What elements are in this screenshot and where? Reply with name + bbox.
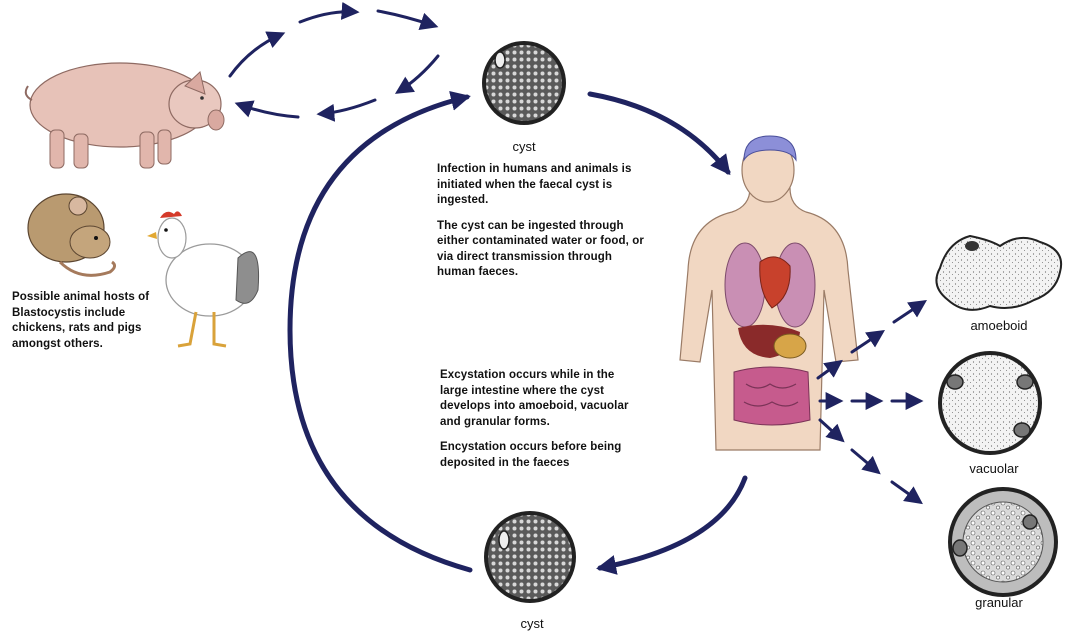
pig-icon bbox=[26, 63, 224, 168]
rat-icon bbox=[28, 194, 115, 275]
vacuolar-label: vacuolar bbox=[944, 461, 1044, 476]
granular-form-icon bbox=[948, 487, 1058, 597]
animal-hosts-text: Possible animal hosts of Blastocystis in… bbox=[12, 290, 162, 352]
amoeboid-label: amoeboid bbox=[949, 318, 1049, 333]
animal-transmission-arrows bbox=[230, 11, 438, 117]
infection-paragraph-2: The cyst can be ingested through either … bbox=[437, 219, 647, 281]
infection-text: Infection in humans and animals is initi… bbox=[437, 162, 647, 291]
amoeboid-form-icon bbox=[936, 236, 1061, 310]
cyst-label-bottom: cyst bbox=[482, 616, 582, 631]
excystation-paragraph-2: Encystation occurs before being deposite… bbox=[440, 440, 640, 471]
cyst-label-top: cyst bbox=[474, 139, 574, 154]
excystation-paragraph-1: Excystation occurs while in the large in… bbox=[440, 368, 640, 430]
chicken-icon bbox=[147, 211, 259, 346]
human-body-icon bbox=[680, 136, 858, 450]
excystation-text: Excystation occurs while in the large in… bbox=[440, 368, 640, 481]
infection-paragraph-1: Infection in humans and animals is initi… bbox=[437, 162, 647, 209]
granular-label: granular bbox=[949, 595, 1049, 610]
cyst-icon bbox=[484, 511, 576, 603]
cyst-icon bbox=[482, 41, 566, 125]
vacuolar-form-icon bbox=[938, 351, 1042, 455]
